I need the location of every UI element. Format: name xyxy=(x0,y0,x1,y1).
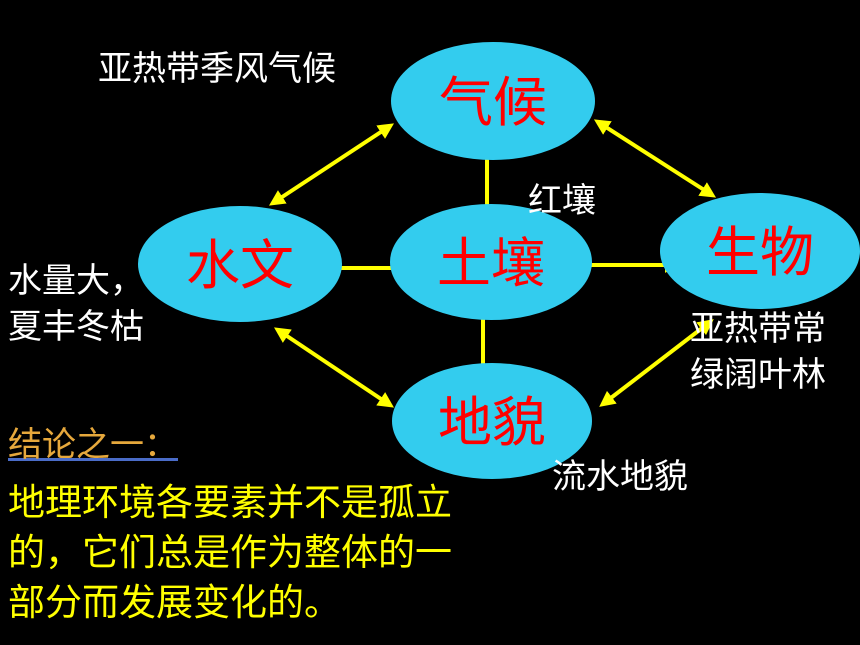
conclusion-body: 地理环境各要素并不是孤立的，它们总是作为整体的一部分而发展变化的。 xyxy=(8,481,452,624)
node-landform-label: 地貌 xyxy=(438,391,546,454)
annotation-hydrology-line2: 夏丰冬枯 xyxy=(8,307,144,347)
node-biology: 生物 xyxy=(660,193,860,309)
node-soil: 土壤 xyxy=(390,204,592,320)
annotation-landform: 流水地貌 xyxy=(552,457,688,497)
node-climate-label: 气候 xyxy=(439,71,547,134)
node-landform: 地貌 xyxy=(392,363,592,479)
conclusion-title: 结论之一： xyxy=(8,425,178,465)
annotation-hydrology-line1: 水量大， xyxy=(8,261,144,301)
annotation-climate: 亚热带季风气候 xyxy=(98,49,336,89)
arrow-biology-landform xyxy=(599,319,714,407)
annotation-biology-line2: 绿阔叶林 xyxy=(690,355,826,395)
node-hydrology-label: 水文 xyxy=(186,234,294,297)
node-hydrology: 水文 xyxy=(138,206,342,322)
annotation-biology-line1: 亚热带常 xyxy=(690,309,826,349)
annotation-soil: 红壤 xyxy=(528,181,596,221)
node-climate: 气候 xyxy=(391,42,595,160)
node-soil-label: 土壤 xyxy=(437,232,545,295)
arrow-hydrology-landform xyxy=(274,327,394,408)
node-biology-label: 生物 xyxy=(706,221,814,284)
arrow-climate-biology xyxy=(593,119,717,198)
arrow-climate-hydrology xyxy=(268,123,395,206)
